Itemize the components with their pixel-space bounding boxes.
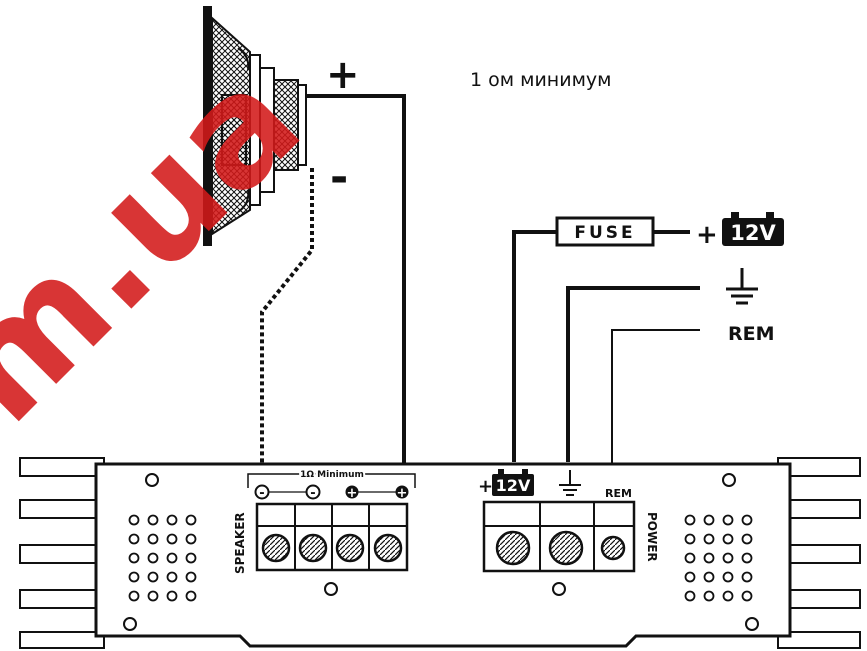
vent-hole <box>128 590 140 602</box>
speaker-plus-sign: + <box>326 52 360 98</box>
speaker <box>203 6 307 246</box>
vent-hole <box>147 533 159 545</box>
amp-rem-label: REM <box>605 487 632 500</box>
vent-hole <box>185 514 197 526</box>
speaker-section-label: SPEAKER <box>233 512 247 574</box>
battery-positive-wire <box>512 230 690 462</box>
vent-hole <box>722 590 734 602</box>
ground-wire <box>566 286 700 462</box>
amp-battery-plus-sign: + <box>478 476 493 497</box>
heatsink-fins-right <box>777 457 861 649</box>
vent-hole <box>166 514 178 526</box>
battery-plus-sign: + <box>696 220 718 250</box>
vent-hole <box>185 552 197 564</box>
vent-hole <box>741 514 753 526</box>
speaker-positive-wire <box>306 94 406 474</box>
vent-hole <box>703 514 715 526</box>
vent-hole <box>703 571 715 583</box>
vent-hole <box>703 552 715 564</box>
speaker-terminal-signs: - - + + <box>254 484 409 501</box>
vent-hole <box>722 533 734 545</box>
minimum-impedance-label: 1Ω Minimum <box>300 470 364 480</box>
amp-ground-icon <box>559 470 581 496</box>
vent-hole <box>684 514 696 526</box>
remote-wire <box>611 329 700 470</box>
vent-hole <box>722 571 734 583</box>
vent-grid-right <box>684 514 753 602</box>
ground-icon <box>726 268 758 305</box>
vent-hole <box>128 533 140 545</box>
vent-hole <box>722 514 734 526</box>
power-section-label: POWER <box>645 512 659 562</box>
minimum-impedance-caption: 1 ом минимум <box>470 69 612 91</box>
fuse: FUSE <box>555 216 655 247</box>
vent-hole <box>147 590 159 602</box>
terminal-sign-4: + <box>397 486 408 501</box>
power-terminal-block <box>482 500 636 573</box>
fuse-label: FUSE <box>574 223 635 243</box>
amplifier: SPEAKER 1Ω Minimum - - + + <box>19 457 861 649</box>
vent-hole <box>166 571 178 583</box>
vent-hole <box>147 514 159 526</box>
vent-hole <box>741 590 753 602</box>
speaker-terminal-bracket <box>247 473 416 488</box>
vent-hole <box>722 552 734 564</box>
vent-hole <box>684 571 696 583</box>
vent-hole <box>128 514 140 526</box>
heatsink-fins-left <box>19 457 105 649</box>
vent-hole <box>128 552 140 564</box>
vent-hole <box>185 590 197 602</box>
battery-12v-label: 12V <box>730 221 776 245</box>
terminal-sign-2: - <box>310 486 315 501</box>
vent-hole <box>684 590 696 602</box>
amp-battery-12v-icon: 12V <box>492 469 534 496</box>
vent-hole <box>166 590 178 602</box>
vent-hole <box>147 571 159 583</box>
vent-hole <box>684 533 696 545</box>
speaker-negative-wire <box>260 168 314 474</box>
speaker-minus-sign: - <box>330 152 348 203</box>
vent-hole <box>185 533 197 545</box>
vent-hole <box>147 552 159 564</box>
vent-hole <box>166 552 178 564</box>
vent-hole <box>703 590 715 602</box>
amp-battery-12v-label: 12V <box>496 476 531 495</box>
vent-grid-left <box>128 514 197 602</box>
rem-label: REM <box>728 323 775 345</box>
vent-hole <box>741 533 753 545</box>
vent-hole <box>166 533 178 545</box>
vent-hole <box>703 533 715 545</box>
vent-hole <box>741 571 753 583</box>
vent-hole <box>684 552 696 564</box>
vent-hole <box>128 571 140 583</box>
terminal-sign-3: + <box>347 486 358 501</box>
vent-hole <box>185 571 197 583</box>
battery-12v-icon: 12V <box>722 212 784 246</box>
vent-hole <box>741 552 753 564</box>
speaker-terminal-block <box>255 502 409 572</box>
terminal-sign-1: - <box>259 486 264 501</box>
